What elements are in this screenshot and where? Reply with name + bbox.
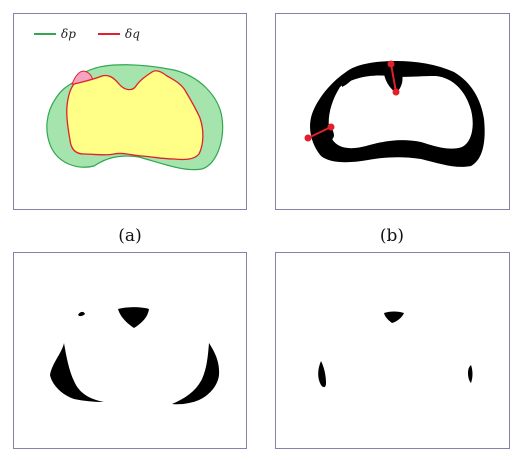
eroded-right xyxy=(468,365,473,383)
panel-a-overlay: δp δq xyxy=(13,13,247,210)
region-right xyxy=(172,343,220,405)
region-left xyxy=(50,343,104,402)
difference-tip xyxy=(342,72,355,87)
region-top-tip xyxy=(78,311,85,317)
marker-line-left xyxy=(307,126,332,139)
legend-q-label: δq xyxy=(125,27,140,41)
marker-left-start xyxy=(304,134,312,142)
overlay-figure: δp δq xyxy=(34,27,224,171)
panel-b-difference xyxy=(275,13,510,210)
panel-d-eroded xyxy=(275,252,510,449)
difference-mask xyxy=(310,61,485,167)
difference-figure xyxy=(304,60,485,167)
eroded-figure xyxy=(318,311,473,388)
marker-line-top xyxy=(390,63,397,93)
marker-top-start xyxy=(387,60,395,68)
region-top xyxy=(118,307,149,328)
region-q xyxy=(66,70,204,161)
marker-top-end xyxy=(392,88,400,96)
regions-figure xyxy=(50,307,220,405)
caption-b: (b) xyxy=(379,226,405,246)
legend-p-label: δp xyxy=(61,27,76,41)
eroded-left xyxy=(318,361,326,388)
marker-left-end xyxy=(327,123,335,131)
eroded-top xyxy=(384,311,404,323)
caption-a: (a) xyxy=(118,226,142,246)
panel-c-regions xyxy=(13,252,247,449)
